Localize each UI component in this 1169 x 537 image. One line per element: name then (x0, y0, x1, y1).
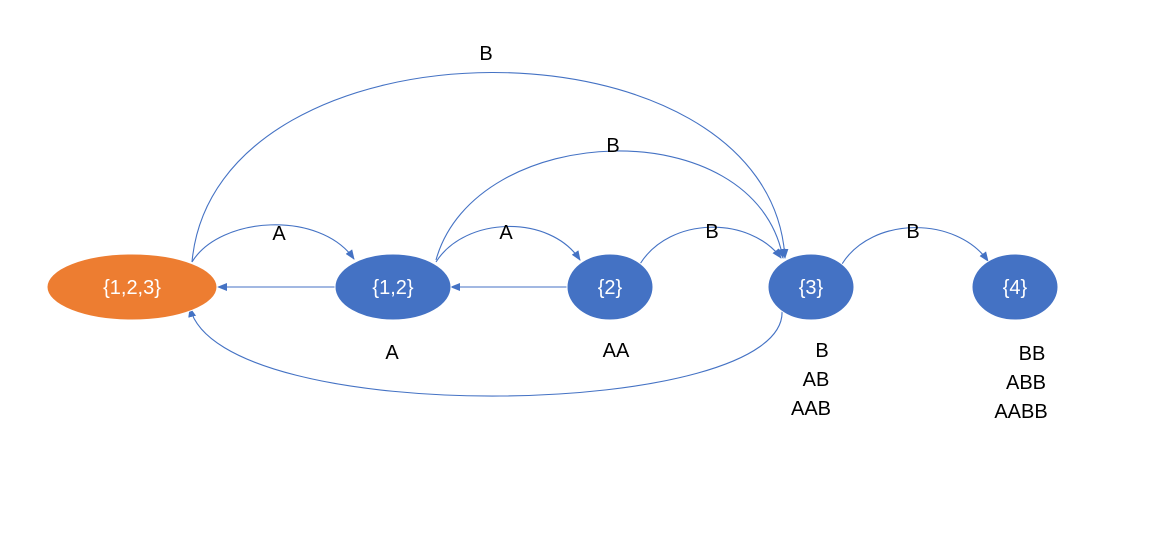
node-n123-label: {1,2,3} (103, 277, 161, 299)
edge-n3-to-n4 (841, 227, 989, 265)
node-n12: {1,2} (334, 253, 452, 321)
edge-label-n2-to-n3: B (705, 221, 718, 243)
edge-n123-to-n3 (191, 72, 789, 263)
edge-label-n123-to-n12: A (272, 223, 286, 245)
node-n4-label: {4} (1003, 277, 1028, 299)
node-n4-string: AABB (994, 401, 1047, 423)
node-n123: {1,2,3} (46, 253, 218, 321)
node-n4-shape (971, 253, 1059, 321)
node-n3-label: {3} (799, 277, 824, 299)
node-n12-string: A (385, 342, 399, 364)
node-n4-string: BB (1019, 343, 1046, 365)
node-n2-shape (566, 253, 654, 321)
node-n2: {2} (566, 253, 654, 321)
edge-n2-to-n3 (639, 226, 782, 265)
node-n3-shape (767, 253, 855, 321)
edge-label-n123-to-n3: B (479, 43, 492, 65)
edge-n3-to-n123 (188, 307, 783, 397)
node-n3: {3} (767, 253, 855, 321)
node-n12-label: {1,2} (372, 277, 413, 299)
node-n2-string: AA (603, 340, 630, 362)
node-n3-string: AB (803, 369, 830, 391)
node-n3-string: B (815, 340, 828, 362)
edge-label-n3-to-n4: B (906, 221, 919, 243)
edge-n12-to-n3 (435, 150, 786, 261)
edge-n12-to-n2 (435, 225, 581, 263)
node-n4: {4} (971, 253, 1059, 321)
node-n12-shape (334, 253, 452, 321)
node-n123-shape (46, 253, 218, 321)
edge-n123-to-n12 (191, 224, 355, 263)
node-n2-label: {2} (598, 277, 623, 299)
edge-label-n12-to-n3: B (606, 135, 619, 157)
node-n3-string: AAB (791, 398, 831, 420)
node-n4-string: ABB (1006, 372, 1046, 394)
edge-label-n12-to-n2: A (499, 222, 513, 244)
